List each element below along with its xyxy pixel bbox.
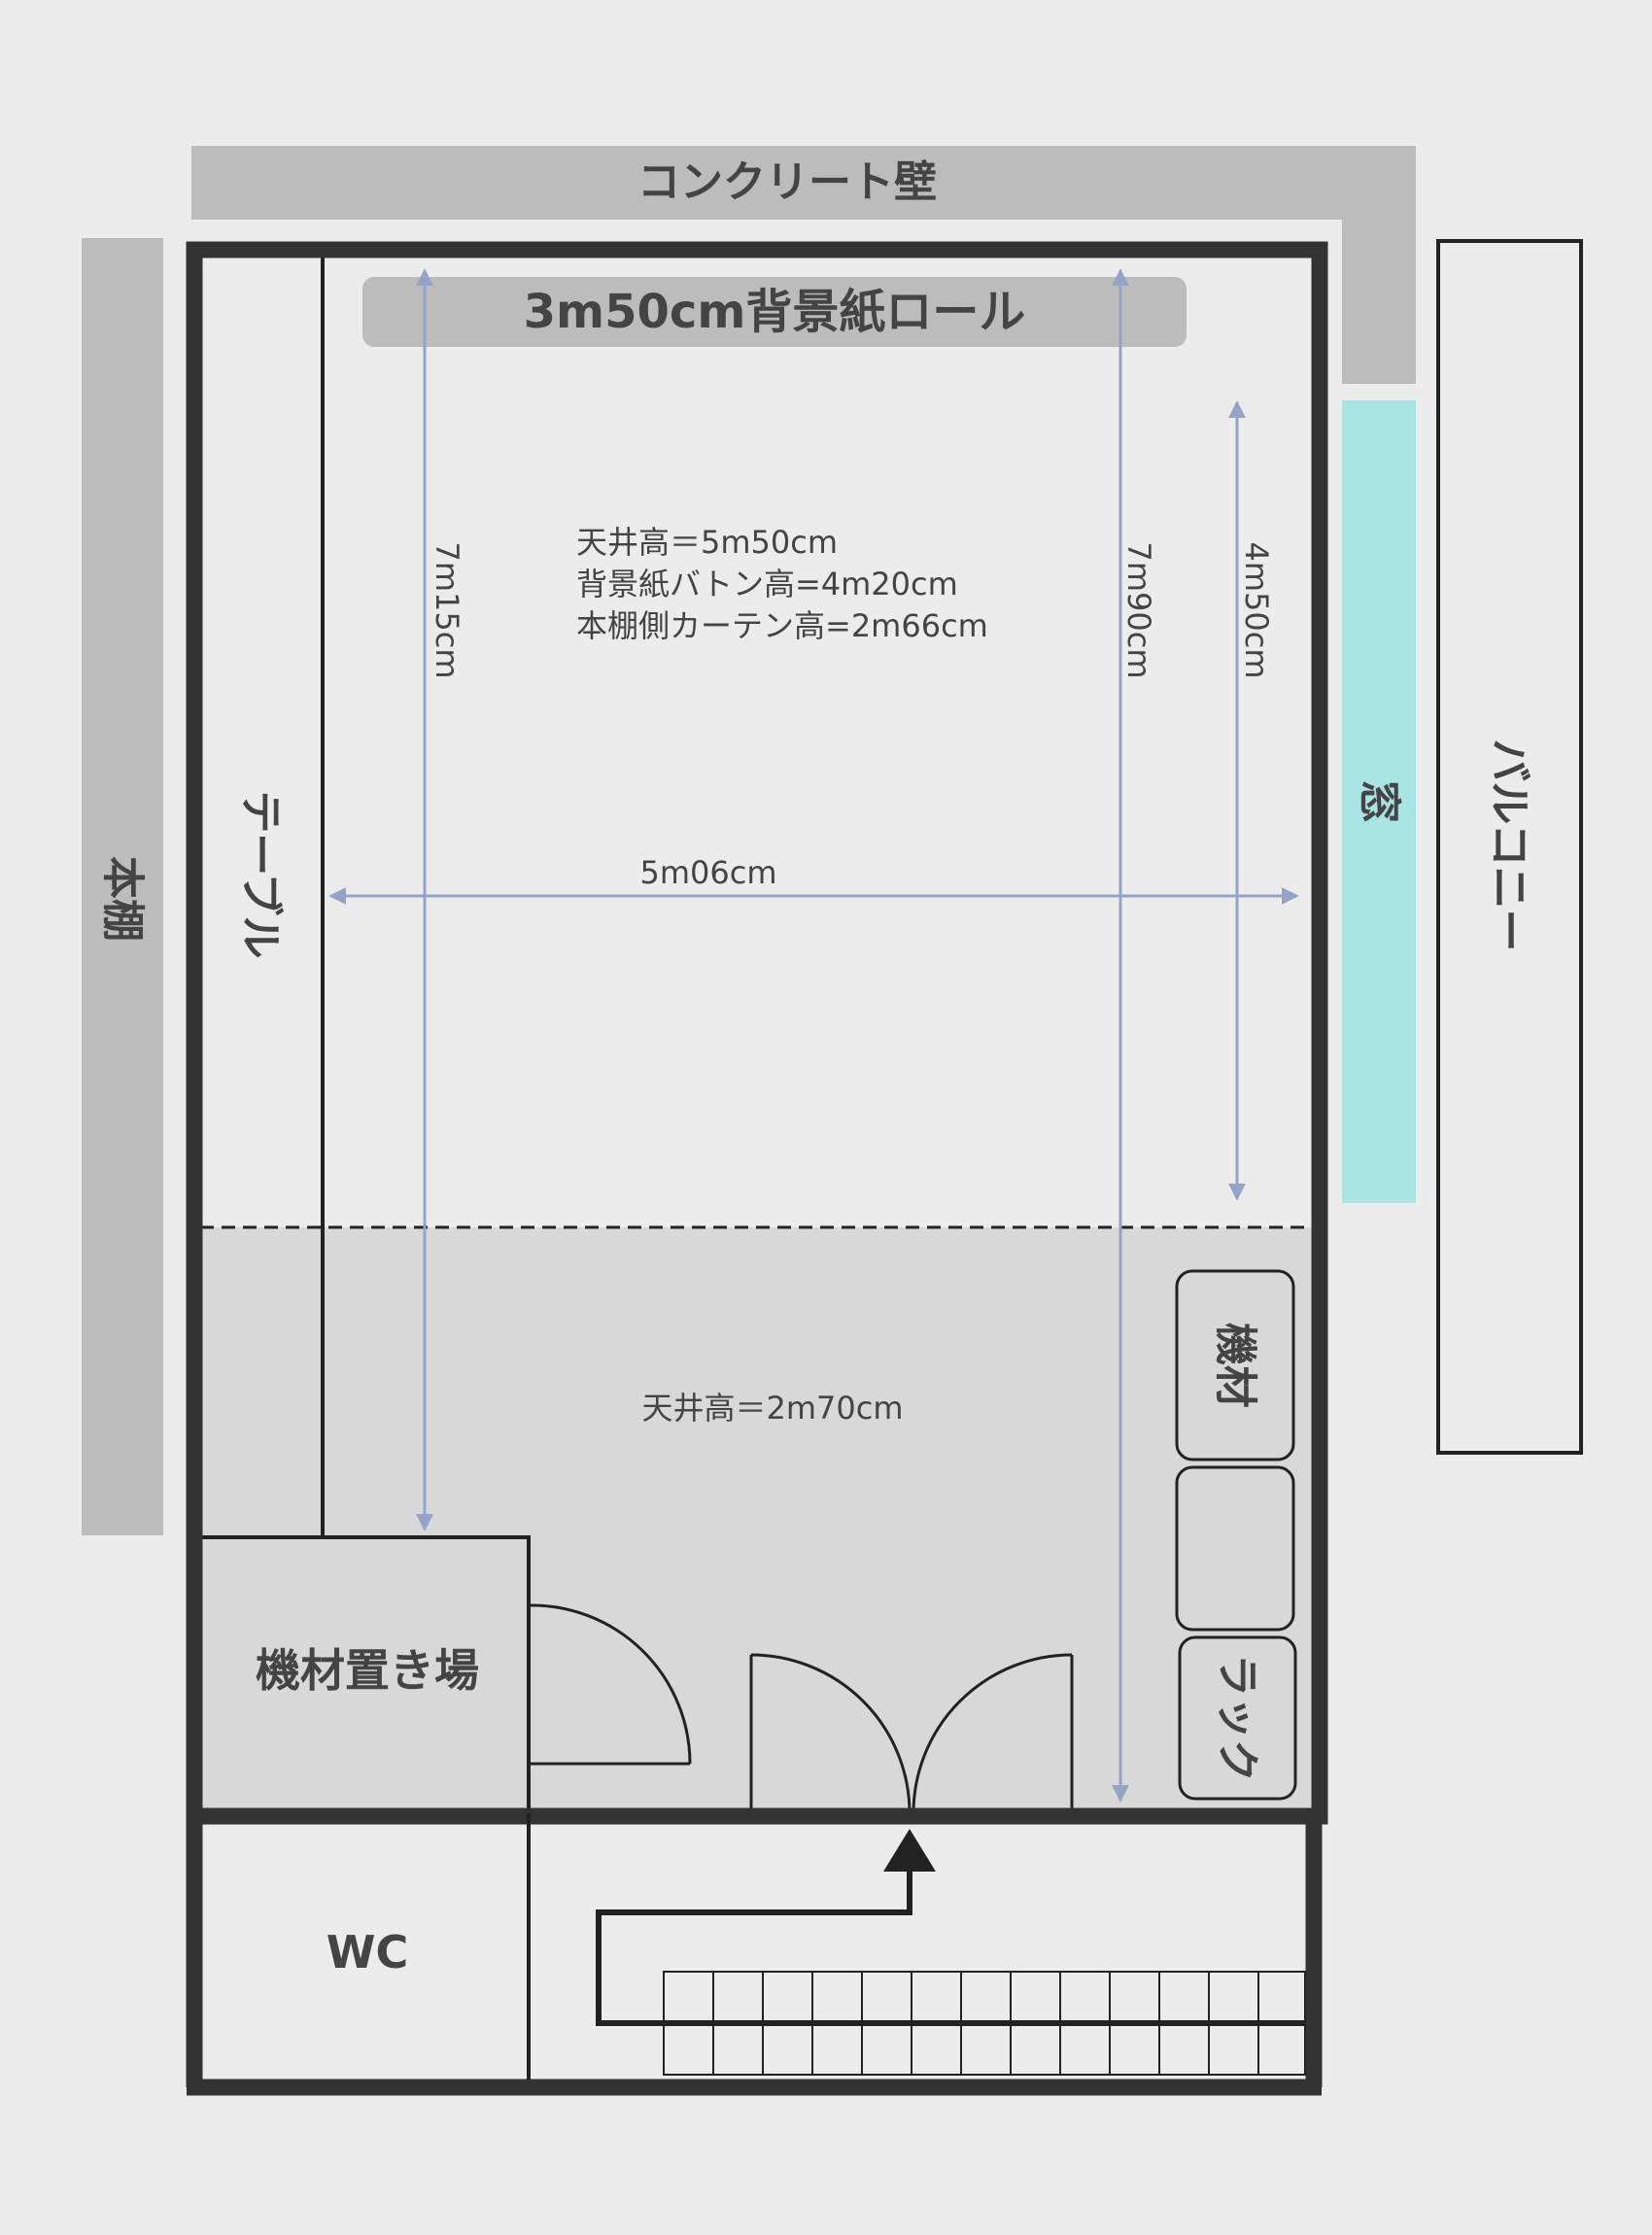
note-curtain-height: 本棚側カーテン高=2m66cm (576, 607, 988, 644)
studio-outer-wall (186, 241, 1328, 1825)
backdrop-roll-label: 3m50cm背景紙ロール (524, 285, 1026, 339)
rack-label: ラック (1213, 1654, 1262, 1782)
low-ceiling-area (200, 1227, 1314, 1813)
table-label: テーブル (236, 790, 286, 958)
main-double-door (749, 1653, 1074, 1814)
rack (1178, 1635, 1297, 1801)
equipment-storage-label: 機材置き場 (256, 1644, 479, 1697)
shelf-empty (1175, 1465, 1295, 1632)
wc-label: WC (327, 1926, 409, 1978)
entry-path-arrow (596, 1829, 1305, 2026)
concrete-wall-label: コンクリート壁 (637, 157, 937, 207)
window (1342, 400, 1416, 1203)
concrete-wall (191, 146, 1416, 384)
dim-label-width: 5m06cm (639, 854, 776, 891)
storage-door (528, 1603, 692, 1766)
equipment-shelf (1175, 1269, 1295, 1461)
backdrop-roll (362, 277, 1187, 347)
dim-label-window: 4m50cm (1238, 541, 1275, 678)
note-ceiling-low: 天井高＝2m70cm (641, 1390, 903, 1427)
entrance-walls (186, 1816, 1323, 2096)
note-batten-height: 背景紙バトン高=4m20cm (576, 566, 958, 602)
balcony-label: バルコニー (1485, 739, 1534, 951)
dim-label-right: 7m90cm (1120, 541, 1157, 678)
dim-label-left: 7m15cm (429, 541, 465, 678)
window-label: 窓 (1355, 780, 1404, 823)
balcony (1436, 239, 1583, 1455)
bookshelf-label: 本棚 (98, 856, 148, 942)
equipment-shelf-label: 機材 (1211, 1323, 1260, 1408)
note-ceiling-main: 天井高＝5m50cm (576, 524, 838, 561)
bookshelf (82, 238, 163, 1535)
